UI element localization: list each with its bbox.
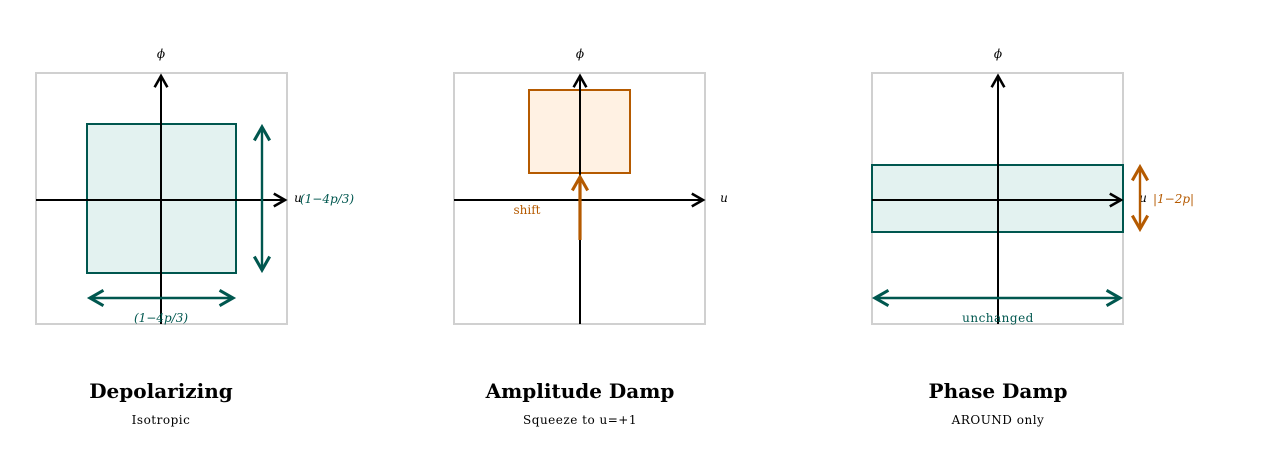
panel-depolarizing: ϕ u (1−4p/3) (1−4p/3) Depolarizing Isotr…	[35, 47, 354, 427]
vertical-shrink-label: |1−2p|	[1153, 192, 1194, 206]
panel-title: Amplitude Damp	[485, 379, 675, 403]
u-axis-label: u	[294, 191, 302, 205]
panel-amplitude-damp: ϕ u shift Amplitude Damp Squeeze to u=+1	[453, 47, 728, 427]
phi-axis-label: ϕ	[994, 47, 1002, 61]
u-axis-label: u	[720, 191, 728, 205]
horizontal-shrink-label: (1−4p/3)	[134, 311, 188, 325]
phi-axis-label: ϕ	[157, 47, 165, 61]
horizontal-unchanged-label: unchanged	[962, 311, 1034, 325]
panel-title: Phase Damp	[929, 379, 1068, 403]
panel-subtitle: AROUND only	[951, 413, 1045, 427]
panel-subtitle: Isotropic	[132, 413, 191, 427]
vertical-shrink-label: (1−4p/3)	[300, 192, 354, 206]
phi-axis-label: ϕ	[576, 47, 584, 61]
panel-phase-damp: ϕ u |1−2p| unchanged Phase Damp AROUND o…	[871, 47, 1194, 427]
shift-label: shift	[514, 203, 541, 217]
panel-subtitle: Squeeze to u=+1	[523, 413, 637, 427]
panel-title: Depolarizing	[89, 379, 233, 403]
